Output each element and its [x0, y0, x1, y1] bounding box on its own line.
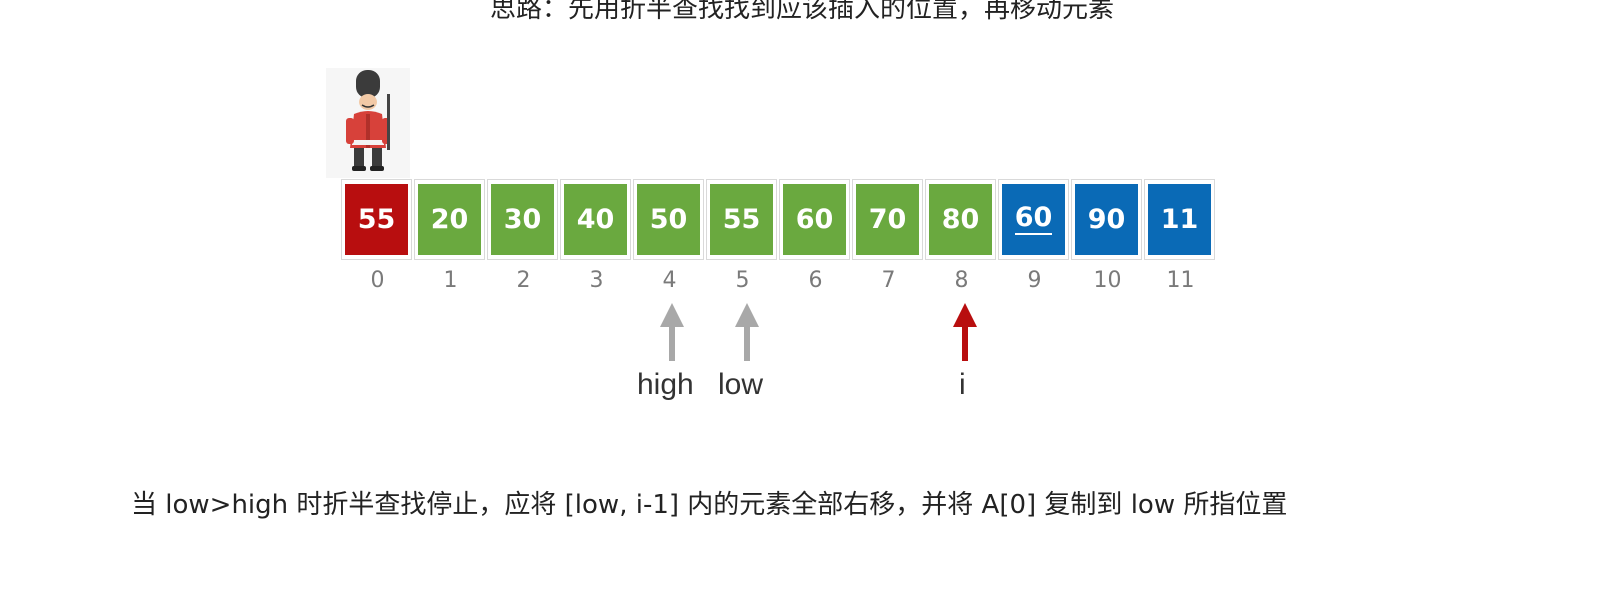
array-value-box: 60 [1002, 184, 1065, 255]
array-cell-1: 20 [414, 179, 485, 260]
array-value: 50 [649, 204, 688, 235]
array-index: 8 [954, 268, 969, 293]
array-index: 6 [808, 268, 823, 293]
array-value-box: 20 [418, 184, 481, 255]
i-arrow-icon [953, 303, 977, 361]
array-cell-9: 60 [998, 179, 1069, 260]
array-index: 10 [1093, 268, 1122, 293]
array-cell-4: 50 [633, 179, 704, 260]
high-arrow-icon [660, 303, 684, 361]
array-row: 55 20 30 40 50 55 60 70 80 60 90 11 [341, 179, 1217, 260]
low-arrow-icon [735, 303, 759, 361]
index-row: 0 1 2 3 4 5 6 7 8 9 10 11 [341, 268, 1217, 293]
array-value: 40 [576, 204, 615, 235]
array-value: 55 [357, 204, 396, 235]
array-cell-5: 55 [706, 179, 777, 260]
guard-illustration [326, 68, 410, 178]
array-index: 0 [370, 268, 385, 293]
array-index: 2 [516, 268, 531, 293]
array-index: 5 [735, 268, 750, 293]
array-cell-11: 11 [1144, 179, 1215, 260]
high-label: high [637, 368, 694, 401]
array-value: 80 [941, 204, 980, 235]
array-value: 11 [1160, 204, 1199, 235]
array-cell-3: 40 [560, 179, 631, 260]
array-cell-10: 90 [1071, 179, 1142, 260]
top-caption: 思路：先用折半查找找到应该插入的位置，再移动元素 [489, 0, 1114, 24]
array-value: 60 [795, 204, 834, 235]
array-value: 20 [430, 204, 469, 235]
array-value: 55 [722, 204, 761, 235]
guard-icon [346, 70, 390, 171]
array-cell-7: 70 [852, 179, 923, 260]
array-value-box: 55 [710, 184, 773, 255]
array-index: 3 [589, 268, 604, 293]
array-value: 30 [503, 204, 542, 235]
i-label: i [959, 368, 966, 401]
array-index: 4 [662, 268, 677, 293]
array-index: 1 [443, 268, 458, 293]
array-value-box: 90 [1075, 184, 1138, 255]
array-value: 60 [1014, 202, 1053, 235]
array-value: 70 [868, 204, 907, 235]
explanation-text: 当 low>high 时折半查找停止，应将 [low, i-1] 内的元素全部右… [131, 490, 1288, 520]
array-value-box: 60 [783, 184, 846, 255]
array-cell-0: 55 [341, 179, 412, 260]
low-label: low [718, 368, 764, 401]
array-index: 7 [881, 268, 896, 293]
array-cell-8: 80 [925, 179, 996, 260]
array-value-box: 70 [856, 184, 919, 255]
array-value-box: 11 [1148, 184, 1211, 255]
array-value-box: 80 [929, 184, 992, 255]
array-value-box: 55 [345, 184, 408, 255]
array-cell-2: 30 [487, 179, 558, 260]
array-value-box: 50 [637, 184, 700, 255]
array-value-box: 40 [564, 184, 627, 255]
array-value-box: 30 [491, 184, 554, 255]
array-index: 11 [1166, 268, 1195, 293]
array-cell-6: 60 [779, 179, 850, 260]
array-value: 90 [1087, 204, 1126, 235]
array-index: 9 [1027, 268, 1042, 293]
